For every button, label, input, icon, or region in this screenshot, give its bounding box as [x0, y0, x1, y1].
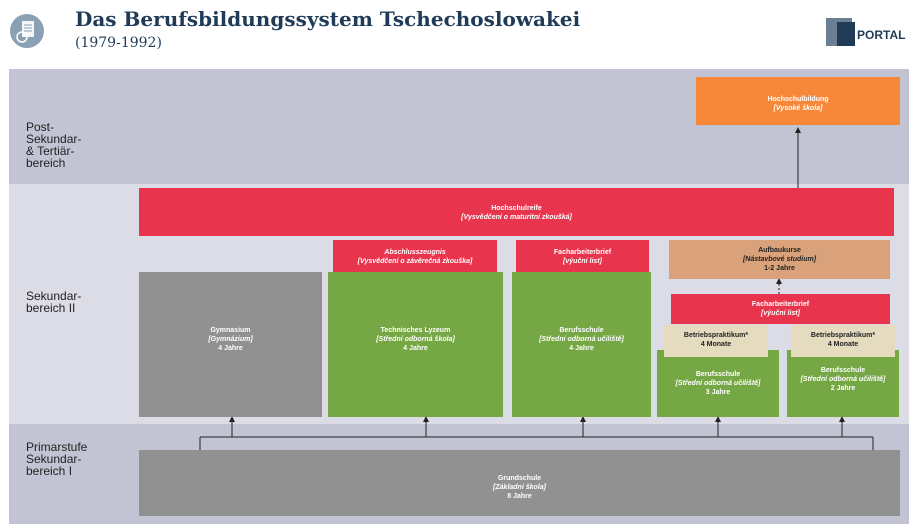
- aufbaukurse-duration: 1-2 Jahre: [764, 265, 795, 272]
- berufsschule3-duration: 3 Jahre: [705, 389, 731, 396]
- aufbaukurse-native: [Nástavbové studium]: [742, 256, 817, 263]
- abschlusszeugnis-native: [Vysvědčení o závěrečná zkouška]: [357, 258, 473, 265]
- box-berufsschule-3-jahre: Berufsschule [Střední odborná učiliště] …: [657, 350, 779, 417]
- berufsschule2-native: [Střední odborná učiliště]: [800, 376, 886, 383]
- box-berufsschule-4-jahre: Berufsschule [Střední odborná učiliště] …: [512, 272, 651, 417]
- lyzeum-title: Technisches Lyzeum: [380, 327, 451, 334]
- facharbeiterbrief-1-native: [výuční list]: [563, 258, 602, 265]
- portal-logo: PORTAL: [826, 18, 909, 50]
- box-hochschulreife: Hochschulreife [Vysvědčení o maturitní z…: [139, 188, 894, 236]
- berufsschule2-duration: 2 Jahre: [830, 385, 856, 392]
- band-label-post: Post- Sekundar- & Tertiär- bereich: [26, 120, 82, 170]
- grundschule-title: Grundschule: [497, 475, 542, 482]
- praktikum1-duration: 4 Monate: [700, 341, 732, 348]
- band-label-sek2: Sekundar- bereich II: [26, 289, 82, 315]
- berufsschule4-title: Berufsschule: [559, 327, 604, 334]
- berufsschule4-duration: 4 Jahre: [569, 345, 594, 352]
- page-subtitle: (1979-1992): [75, 35, 162, 51]
- lyzeum-native: [Střední odborná škola]: [376, 336, 455, 343]
- box-grundschule: Grundschule [Základní škola] 8 Jahre: [139, 450, 900, 516]
- lyzeum-duration: 4 Jahre: [403, 345, 428, 352]
- grundschule-native: [Základní škola]: [493, 484, 546, 491]
- box-betriebspraktikum-2: Betriebspraktikum* 4 Monate: [791, 325, 895, 357]
- box-aufbaukurse: Aufbaukurse [Nástavbové studium] 1-2 Jah…: [669, 240, 890, 279]
- facharbeiterbrief-1-title: Facharbeiterbrief: [553, 249, 612, 256]
- facharbeiterbrief-2-native: [výuční list]: [761, 310, 800, 317]
- berufsschule4-native: [Střední odborná učiliště]: [539, 336, 624, 343]
- gymnasium-title: Gymnasium: [210, 327, 251, 334]
- hochschulbildung-title: Hochschulbildung: [767, 96, 829, 103]
- box-gymnasium: Gymnasium [Gymnázium] 4 Jahre: [139, 272, 322, 417]
- box-technisches-lyzeum: Technisches Lyzeum [Střední odborná škol…: [328, 272, 503, 417]
- box-facharbeiterbrief-1: Facharbeiterbrief [výuční list]: [516, 240, 649, 278]
- praktikum2-duration: 4 Monate: [827, 341, 859, 348]
- book-globe-icon: [10, 14, 44, 48]
- box-betriebspraktikum-1: Betriebspraktikum* 4 Monate: [664, 325, 768, 357]
- hochschulreife-native: [Vysvědčení o maturitní zkoušká]: [461, 214, 572, 221]
- hochschulbildung-native: [Vysoké škola]: [773, 105, 823, 112]
- box-facharbeiterbrief-2: Facharbeiterbrief [výuční list]: [671, 294, 890, 324]
- berufsschule2-title: Berufsschule: [820, 367, 866, 374]
- gymnasium-duration: 4 Jahre: [218, 345, 243, 352]
- berufsschule3-native: [Střední odborná učiliště]: [675, 380, 761, 387]
- band-label-prim: Primarstufe Sekundar- bereich I: [26, 440, 88, 478]
- berufsschule3-title: Berufsschule: [695, 371, 741, 378]
- logo-text: PORTAL: [857, 28, 906, 42]
- aufbaukurse-title: Aufbaukurse: [758, 247, 801, 254]
- gymnasium-native: [Gymnázium]: [208, 336, 253, 343]
- hochschulreife-title: Hochschulreife: [491, 205, 542, 212]
- box-hochschulbildung: Hochschulbildung [Vysoké škola]: [696, 77, 900, 125]
- praktikum1-title: Betriebspraktikum*: [683, 332, 749, 339]
- page-title: Das Berufsbildungssystem Tschechoslowake…: [75, 7, 581, 31]
- praktikum2-title: Betriebspraktikum*: [810, 332, 876, 339]
- box-berufsschule-2-jahre: Berufsschule [Střední odborná učiliště] …: [787, 350, 899, 417]
- facharbeiterbrief-2-title: Facharbeiterbrief: [751, 301, 810, 308]
- box-abschlusszeugnis: Abschlusszeugnis [Vysvědčení o závěrečná…: [333, 240, 497, 278]
- grundschule-duration: 8 Jahre: [507, 493, 532, 500]
- abschlusszeugnis-title: Abschlusszeugnis: [384, 249, 446, 256]
